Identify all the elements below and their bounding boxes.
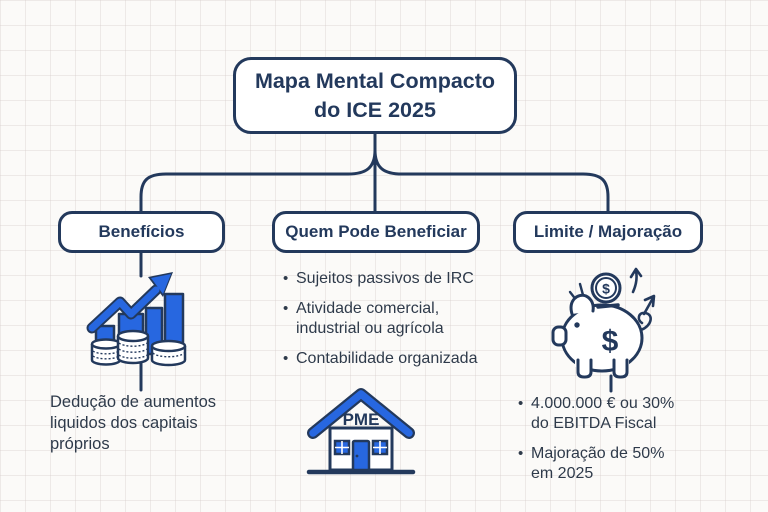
growth-chart-with-coins-icon [86, 264, 190, 368]
list-item: • 4.000.000 € ou 30% do EBITDA Fiscal [518, 395, 675, 432]
list-item: • Majoração de 50% em 2025 [518, 445, 665, 482]
quem-bullet-list: • Sujeitos passivos de IRC • Atividade c… [283, 269, 498, 379]
beneficios-description: Dedução de aumentos liquidos dos capitai… [50, 393, 217, 453]
piggy-bank-savings-icon: $ $ [540, 256, 690, 394]
list-item: • Atividade comercial, industrial ou agr… [283, 300, 444, 337]
piggy-ear [569, 293, 595, 316]
node-quem-label: Quem Pode Beneficiar [285, 222, 467, 241]
node-limite-label: Limite / Majoração [533, 222, 683, 241]
piggy-leg-left [576, 358, 593, 379]
coin-dollar-icon [590, 272, 622, 304]
coin-stacks [90, 329, 187, 367]
branch-left [139, 148, 377, 213]
house-windows [333, 439, 389, 456]
title-node: Mapa Mental Compacto do ICE 2025 [233, 57, 517, 134]
coin-dollar-glyph: $ [602, 281, 610, 297]
bullet-icon: • [283, 350, 289, 367]
pme-house-icon: PME [306, 384, 416, 476]
bullet-icon: • [283, 300, 289, 317]
page-title: Mapa Mental Compacto do ICE 2025 [254, 69, 496, 122]
piggy-body [551, 293, 652, 379]
bullet-icon: • [518, 395, 524, 412]
bullet-icon: • [283, 270, 289, 287]
house-pme-label: PME [343, 410, 380, 429]
piggy-snout [551, 325, 568, 347]
piggy-leg-right [612, 358, 629, 379]
limite-bullet-list: • 4.000.000 € ou 30% do EBITDA Fiscal • … [518, 394, 743, 494]
bullet-icon: • [518, 445, 524, 462]
node-limite-majoracao: Limite / Majoração [513, 211, 703, 253]
node-quem-pode-beneficiar: Quem Pode Beneficiar [272, 211, 480, 253]
coin-slot [596, 303, 620, 309]
node-beneficios: Benefícios [58, 211, 225, 253]
piggy-tail [637, 311, 652, 332]
list-item: • Sujeitos passivos de IRC [283, 270, 474, 287]
up-trend-arrow [86, 272, 173, 334]
piggy-eye [574, 322, 580, 328]
branch-right [373, 148, 610, 213]
list-item: • Contabilidade organizada [283, 350, 478, 367]
house-door [351, 439, 371, 472]
piggy-dollar-glyph: $ [602, 325, 619, 358]
up-arrows-icon [629, 267, 656, 316]
node-beneficios-label: Benefícios [98, 222, 185, 241]
